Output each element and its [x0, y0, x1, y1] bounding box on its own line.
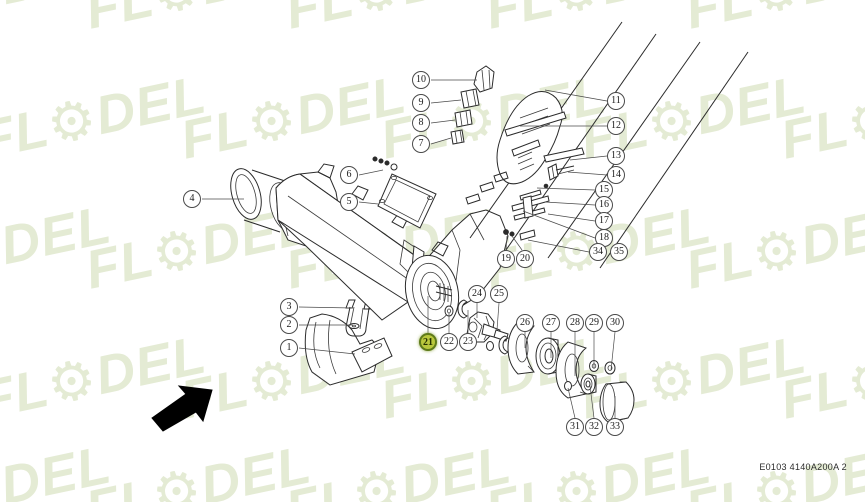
part-number-code: E0103 4140A200A 2: [759, 462, 847, 472]
callout-31[interactable]: 31: [566, 418, 584, 436]
callout-26[interactable]: 26: [516, 314, 534, 332]
part-end-cap-33: [599, 381, 635, 423]
leader-line-14: [567, 171, 608, 176]
leader-line-30: [610, 331, 616, 371]
part-flat-panel-5: [372, 156, 437, 229]
part-flange-28: [555, 341, 588, 399]
callout-6[interactable]: 6: [340, 166, 358, 184]
callout-29[interactable]: 29: [585, 314, 603, 332]
leader-line-34: [527, 239, 590, 253]
leader-line-25: [496, 302, 500, 331]
leader-line-3: [298, 306, 354, 309]
part-bracket-7: [450, 129, 465, 145]
leader-line-19: [505, 235, 508, 251]
leader-line-31: [567, 387, 576, 419]
callout-19[interactable]: 19: [497, 250, 515, 268]
leader-line-13: [569, 155, 608, 161]
callout-28[interactable]: 28: [566, 314, 584, 332]
callout-12[interactable]: 12: [607, 117, 625, 135]
part-diagonal-duct: [465, 21, 749, 269]
callout-27[interactable]: 27: [542, 314, 560, 332]
callout-33[interactable]: 33: [606, 418, 624, 436]
part-washer-2: [348, 323, 360, 329]
callout-7[interactable]: 7: [412, 135, 430, 153]
callout-9[interactable]: 9: [412, 94, 430, 112]
part-bracket-9: [460, 88, 480, 109]
callout-10[interactable]: 10: [412, 71, 430, 89]
part-strips-15-18: [511, 183, 550, 221]
part-fastener-group-22-23-lower: [486, 335, 510, 355]
leader-line-9: [430, 99, 462, 104]
leader-line-6: [358, 169, 384, 176]
callout-3[interactable]: 3: [280, 298, 298, 316]
callout-30[interactable]: 30: [606, 314, 624, 332]
callout-5[interactable]: 5: [340, 193, 358, 211]
part-bearing-housing-26: [507, 321, 535, 375]
part-bracket-10: [473, 65, 495, 93]
part-bearing-31-32: [564, 373, 597, 395]
callout-21[interactable]: 21: [419, 333, 437, 351]
callout-32[interactable]: 32: [585, 418, 603, 436]
direction-arrow: [151, 385, 213, 432]
leader-line-16: [544, 201, 596, 206]
part-bracket-8: [454, 109, 473, 128]
part-bolt-13-14: [543, 147, 585, 181]
callout-35[interactable]: 35: [610, 243, 628, 261]
leader-line-17: [547, 213, 596, 222]
leader-line-15: [536, 187, 596, 191]
callout-11[interactable]: 11: [607, 92, 625, 110]
callout-34[interactable]: 34: [589, 243, 607, 261]
callout-16[interactable]: 16: [595, 196, 613, 214]
leader-line-8: [430, 119, 456, 124]
callout-20[interactable]: 20: [516, 250, 534, 268]
callout-2[interactable]: 2: [280, 316, 298, 334]
part-bearing-27: [535, 337, 561, 375]
leader-line-20: [511, 235, 523, 251]
callout-leader-lines: [202, 79, 616, 419]
callout-23[interactable]: 23: [459, 333, 477, 351]
callout-8[interactable]: 8: [412, 114, 430, 132]
part-skid-shoe: [304, 313, 393, 386]
part-strip-34-35: [519, 229, 536, 241]
callout-4[interactable]: 4: [183, 190, 201, 208]
leader-line-5: [358, 201, 379, 205]
leader-line-7: [430, 137, 452, 145]
callout-25[interactable]: 25: [490, 285, 508, 303]
callout-13[interactable]: 13: [607, 147, 625, 165]
callout-17[interactable]: 17: [595, 212, 613, 230]
callout-24[interactable]: 24: [468, 285, 486, 303]
callout-14[interactable]: 14: [607, 166, 625, 184]
leader-line-1: [298, 347, 356, 355]
leader-line-32: [589, 385, 595, 419]
leader-line-11: [544, 89, 608, 102]
callout-1[interactable]: 1: [280, 339, 298, 357]
leader-line-18: [522, 210, 596, 239]
callout-22[interactable]: 22: [440, 333, 458, 351]
